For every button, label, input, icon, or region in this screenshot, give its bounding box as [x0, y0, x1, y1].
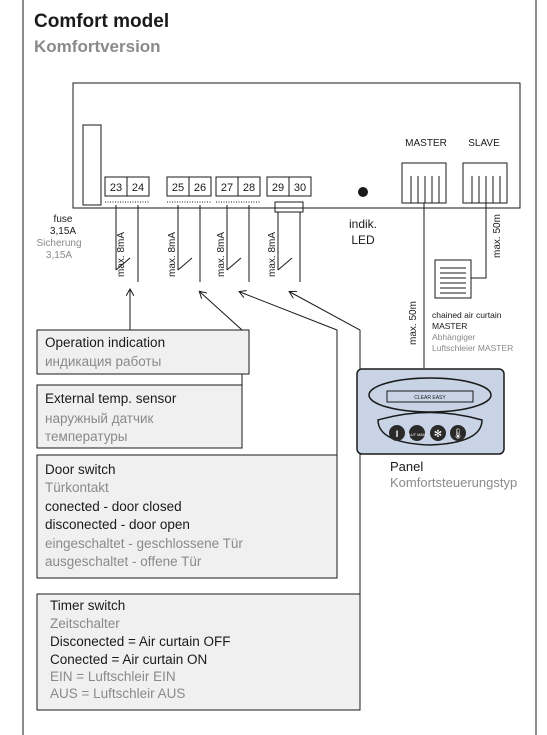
panel-label-de: Komfortsteuerungstyp	[390, 475, 517, 490]
door-line3: conected - door closed	[45, 499, 182, 514]
external-line1: External temp. sensor	[45, 391, 177, 406]
cable-to-chained	[471, 203, 487, 279]
auto-manual-button-label: AUT MAN	[408, 432, 426, 437]
door-switch-box: Door switch Türkontakt conected - door c…	[36, 454, 338, 579]
operation-line2: индикация работы	[45, 354, 161, 369]
arrow-door	[240, 292, 338, 455]
fuse-holder	[82, 124, 102, 206]
max-current-label-2: max. 8mA	[167, 232, 178, 277]
operation-line1: Operation indication	[45, 335, 165, 350]
arrow-operation	[74, 290, 130, 331]
terminal-23-label: 23	[110, 182, 122, 194]
fan-button-icon	[430, 425, 446, 441]
terminal-24-label: 24	[132, 182, 144, 194]
temperature-button-icon	[450, 425, 466, 441]
terminal-28-label: 28	[243, 182, 255, 194]
controller-box	[72, 82, 521, 209]
terminal-block-25-26	[166, 176, 212, 203]
external-temp-box: External temp. sensor наружный датчик те…	[36, 384, 243, 449]
svg-text:🌡: 🌡	[452, 428, 465, 440]
max-current-label-3: max. 8mA	[216, 232, 227, 277]
control-panel-device: CLEAR EASY I AUT MAN ✻ 🌡	[356, 368, 505, 455]
max-current-label-1: max. 8mA	[116, 232, 127, 277]
terminal-27-label: 27	[221, 182, 233, 194]
port-slave-label: SLAVE	[468, 138, 500, 149]
timer-line6: AUS = Luftschleir AUS	[50, 686, 185, 701]
timer-switch-box: Timer switch Zeitschalter Disconected = …	[36, 593, 361, 711]
operation-indication-box: Operation indication индикация работы	[36, 329, 250, 375]
terminal-29-label: 29	[272, 182, 284, 194]
contact-25-26	[177, 205, 201, 282]
door-line6: ausgeschaltet - offene Tür	[45, 554, 202, 569]
chained-device-icon	[434, 259, 472, 299]
svg-text:✻: ✻	[434, 429, 442, 440]
timer-line3: Disconected = Air curtain OFF	[50, 634, 230, 649]
arrow-timer	[290, 292, 361, 594]
port-master-label: MASTER	[405, 138, 447, 149]
page-subtitle: Komfortversion	[34, 37, 161, 56]
door-line1: Door switch	[45, 462, 116, 477]
led-label-line1: indik.	[349, 217, 377, 231]
page-title: Comfort model	[34, 11, 169, 32]
panel-screen	[386, 390, 474, 403]
door-line2: Türkontakt	[45, 480, 109, 495]
terminal-block-23-24	[104, 176, 150, 203]
auto-manual-button-icon	[409, 425, 425, 441]
terminal-26-label: 26	[194, 182, 206, 194]
chained-label-line1: chained air curtain	[432, 310, 502, 320]
svg-text:I: I	[396, 429, 399, 439]
external-line2: наружный датчик	[45, 411, 154, 426]
port-slave	[462, 162, 508, 204]
cable-length-chained: max. 50m	[492, 214, 503, 258]
panel-label: Panel	[390, 459, 423, 474]
chained-label-line4: Luftschleier MASTER	[432, 343, 513, 353]
fuse-value-de: 3,15A	[46, 250, 72, 261]
terminal-25-label: 25	[172, 182, 184, 194]
terminal-30-label: 30	[294, 182, 306, 194]
contact-23-24	[115, 205, 139, 282]
panel-screen-text: CLEAR EASY	[414, 395, 446, 401]
cable-length-panel: max. 50m	[408, 301, 419, 345]
power-button-icon	[389, 425, 405, 441]
max-current-label-4: max. 8mA	[267, 232, 278, 277]
door-line4: disconected - door open	[45, 517, 190, 532]
port-master	[401, 162, 447, 204]
door-line5: eingeschaltet - geschlossene Tür	[45, 536, 243, 551]
terminal-block-27-28	[215, 176, 261, 203]
led-label-line2: LED	[351, 233, 375, 247]
chained-label-line3: Abhängiger	[432, 332, 476, 342]
timer-line4: Conected = Air curtain ON	[50, 652, 207, 667]
timer-line1: Timer switch	[50, 598, 125, 613]
fuse-label: fuse	[54, 214, 73, 225]
chained-label-line2: MASTER	[432, 321, 467, 331]
contact-27-28	[226, 205, 250, 282]
external-line3: температуры	[45, 429, 128, 444]
fuse-label-de: Sicherung	[36, 238, 81, 249]
contact-29-30	[277, 212, 301, 282]
fuse-value: 3,15A	[50, 226, 76, 237]
terminal-block-29-30	[266, 176, 312, 213]
indicator-led-icon	[358, 187, 368, 197]
timer-line5: EIN = Luftschleir EIN	[50, 669, 176, 684]
timer-line2: Zeitschalter	[50, 616, 120, 631]
